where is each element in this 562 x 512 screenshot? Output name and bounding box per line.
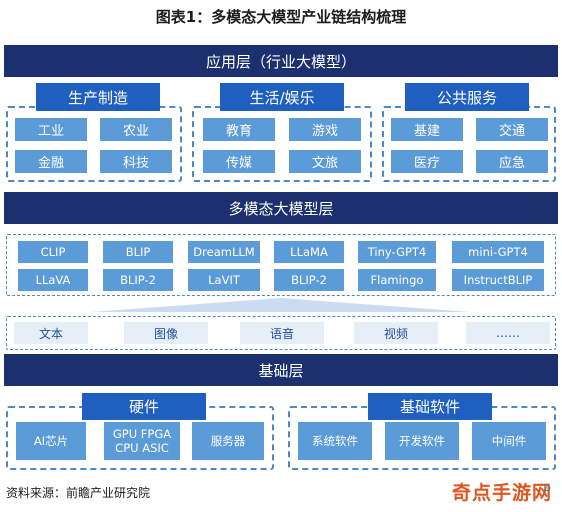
- industry-item: 工业: [15, 118, 87, 141]
- model-item: InstructBLIP: [452, 269, 544, 291]
- model-item: BLIP: [103, 241, 173, 263]
- model-layer-band: 多模态大模型层: [4, 192, 558, 224]
- model-item: Tiny-GPT4: [358, 241, 436, 263]
- model-item: LLaMA: [274, 241, 344, 263]
- industry-item: 农业: [100, 118, 172, 141]
- software-item: 开发软件: [385, 422, 459, 460]
- model-item: BLIP-2: [103, 269, 173, 291]
- modality-item: 语音: [240, 322, 324, 344]
- watermark-logo: 奇点手游网: [452, 482, 553, 504]
- base-layer-band: 基础层: [4, 354, 558, 386]
- modality-box: [6, 316, 556, 350]
- model-item: Flamingo: [358, 269, 436, 291]
- application-layer-band: 应用层（行业大模型）: [4, 45, 558, 77]
- group-header-manufacturing: 生产制造: [36, 83, 160, 111]
- model-item: LaVIT: [188, 269, 260, 291]
- hardware-item: 服务器: [192, 422, 264, 460]
- software-item: 系统软件: [298, 422, 372, 460]
- industry-item: 应急: [476, 150, 548, 173]
- model-item: DreamLLM: [188, 241, 260, 263]
- model-item: mini-GPT4: [452, 241, 544, 263]
- chart-title: 图表1：多模态大模型产业链结构梳理: [155, 8, 407, 26]
- hardware-item: AI芯片: [16, 422, 86, 460]
- industry-item: 游戏: [289, 118, 361, 141]
- industry-item: 文旅: [289, 150, 361, 173]
- industry-item: 教育: [203, 118, 275, 141]
- industry-item: 传媒: [203, 150, 275, 173]
- funnel-arrow-shape: [91, 298, 471, 312]
- industry-item: 基建: [391, 118, 463, 141]
- group-header-base-software: 基础软件: [368, 393, 492, 420]
- model-box: [6, 234, 556, 296]
- source-note: 资料来源：前瞻产业研究院: [6, 486, 151, 500]
- watermark-tail: P: [543, 484, 551, 499]
- modality-item: ……: [466, 322, 550, 344]
- software-item: 中间件: [472, 422, 546, 460]
- industry-item: 医疗: [391, 150, 463, 173]
- model-item: BLIP-2: [274, 269, 344, 291]
- group-header-life-entertainment: 生活/娱乐: [220, 83, 344, 111]
- hardware-item: GPU FPGA CPU ASIC: [104, 422, 180, 460]
- industry-item: 交通: [476, 118, 548, 141]
- industry-item: 科技: [100, 150, 172, 173]
- model-item: LLaVA: [18, 269, 88, 291]
- industry-item: 金融: [15, 150, 87, 173]
- modality-item: 文本: [14, 322, 88, 344]
- group-header-hardware: 硬件: [82, 393, 206, 420]
- modality-item: 视频: [354, 322, 438, 344]
- modality-item: 图像: [124, 322, 208, 344]
- model-item: CLIP: [18, 241, 88, 263]
- group-header-public-service: 公共服务: [405, 83, 529, 111]
